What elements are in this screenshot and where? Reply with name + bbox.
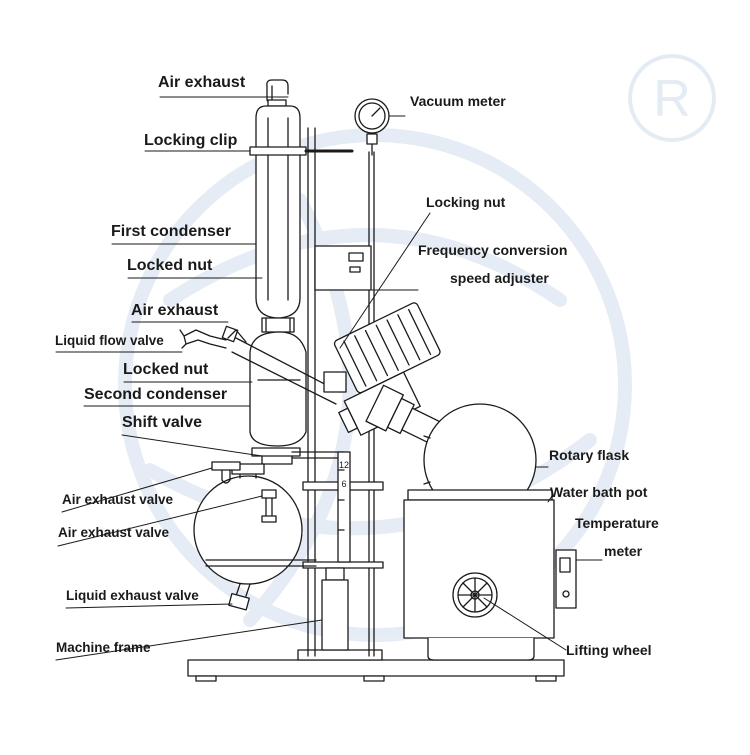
label-locking-clip: Locking clip <box>144 132 238 149</box>
label-meter: meter <box>604 543 643 559</box>
label-air-exhaust-valve-2: Air exhaust valve <box>58 525 170 540</box>
control-box <box>314 245 372 291</box>
label-lifting-wheel: Lifting wheel <box>566 642 652 658</box>
rotary-joint <box>365 384 441 444</box>
water-bath <box>403 489 577 661</box>
label-liquid-exhaust-valve: Liquid exhaust valve <box>66 588 199 603</box>
label-water-bath-pot: Water bath pot <box>550 484 648 500</box>
collection-bottle <box>321 567 349 651</box>
label-frequency-conversion: Frequency conversion <box>418 242 568 258</box>
vapor-duct <box>227 329 347 405</box>
second-condenser <box>249 331 345 465</box>
label-locked-nut-2: Locked nut <box>123 361 209 378</box>
label-speed-adjuster: speed adjuster <box>450 270 549 286</box>
label-air-exhaust-mid: Air exhaust <box>131 302 219 319</box>
graduated-column: 12 6 <box>337 451 351 563</box>
label-shift-valve: Shift valve <box>122 414 203 431</box>
svg-text:R: R <box>653 70 691 128</box>
machine-frame-base <box>187 649 565 682</box>
label-locked-nut-1: Locked nut <box>127 257 213 274</box>
registered-mark: R <box>628 54 716 142</box>
liquid-flow-valve <box>179 325 239 349</box>
label-first-condenser: First condenser <box>111 223 232 240</box>
label-air-exhaust-top: Air exhaust <box>158 74 246 91</box>
receiving-flask <box>193 461 317 611</box>
lifting-wheel <box>452 572 498 618</box>
label-machine-frame: Machine frame <box>56 640 151 655</box>
label-liquid-flow-valve: Liquid flow valve <box>55 333 164 348</box>
label-locking-nut: Locking nut <box>426 194 506 210</box>
leader-lines <box>55 96 603 661</box>
label-temperature: Temperature <box>575 515 659 531</box>
scale-mark-12: 12 <box>339 460 349 470</box>
label-vacuum-meter: Vacuum meter <box>410 93 506 109</box>
vacuum-meter <box>354 98 390 156</box>
scale-mark-6: 6 <box>341 479 346 489</box>
label-rotary-flask: Rotary flask <box>549 447 630 463</box>
label-air-exhaust-valve-1: Air exhaust valve <box>62 492 174 507</box>
label-second-condenser: Second condenser <box>84 386 228 403</box>
first-condenser <box>249 79 354 333</box>
